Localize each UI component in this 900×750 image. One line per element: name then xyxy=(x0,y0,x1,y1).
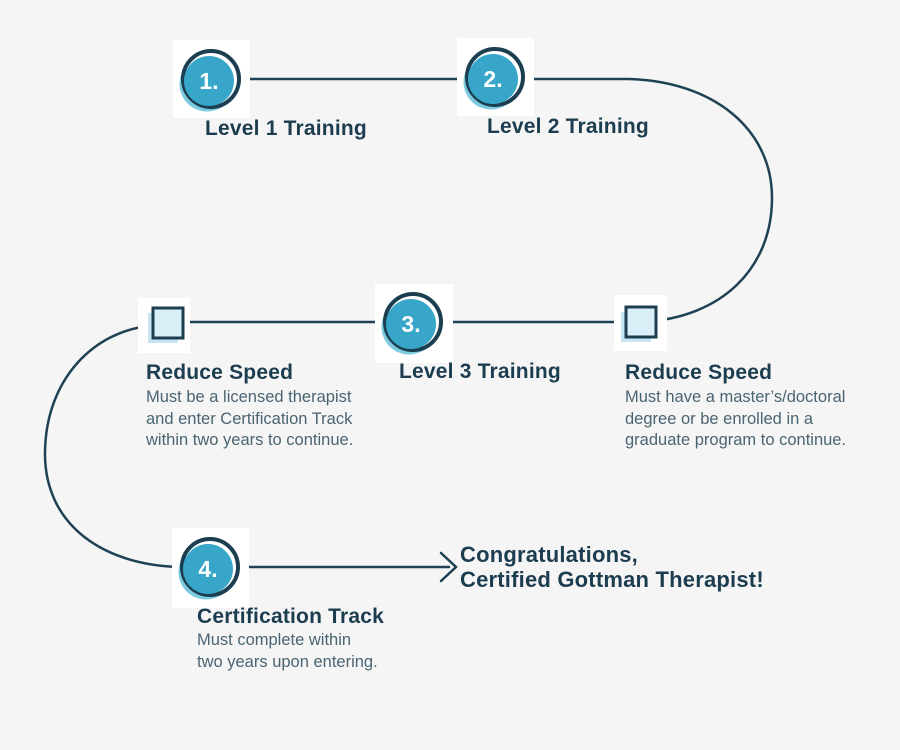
step-1-fill xyxy=(184,56,234,106)
checkpoint-left-line-3: within two years to continue. xyxy=(146,431,354,449)
checkpoint-left-description: Must be a licensed therapist and enter C… xyxy=(146,387,353,452)
step-4-description: Must complete within two years upon ente… xyxy=(197,630,378,673)
step-1-number: 1. xyxy=(199,68,218,94)
checkpoint-right-line-1: Must have a master’s/doctoral xyxy=(625,388,846,406)
step-4-description-line-1: Must complete within xyxy=(197,631,352,649)
step-4-fill xyxy=(183,544,233,594)
checkpoint-right-line-2: degree or be enrolled in a xyxy=(625,409,814,428)
step-3-label: Level 3 Training xyxy=(399,360,561,383)
step-4-description-line-2: two years upon entering. xyxy=(197,652,378,671)
checkpoint-left-title: Reduce Speed xyxy=(146,361,294,384)
checkpoint-left-box xyxy=(151,306,185,340)
step-1-circle: 1. xyxy=(179,49,241,112)
step-3-number: 3. xyxy=(401,311,420,337)
checkpoint-left-square xyxy=(148,306,185,343)
step-2-circle: 2. xyxy=(463,47,525,110)
checkpoint-right-square xyxy=(621,305,658,342)
finale-message: Congratulations, Certified Gottman Thera… xyxy=(460,542,764,592)
step-3-fill xyxy=(386,299,436,349)
step-2-number: 2. xyxy=(483,66,502,92)
step-2-label: Level 2 Training xyxy=(487,115,649,138)
finale-line-1: Congratulations, xyxy=(460,542,638,567)
step-2-fill xyxy=(468,54,518,104)
connector-left-curve xyxy=(43,324,184,569)
step-1-label: Level 1 Training xyxy=(205,117,367,140)
connector-top-and-right-curve xyxy=(209,77,774,324)
step-4-number: 4. xyxy=(198,556,217,582)
finale-line-2: Certified Gottman Therapist! xyxy=(460,567,764,592)
checkpoint-right-line-3: graduate program to continue. xyxy=(625,431,847,449)
checkpoint-left-line-2: and enter Certification Track xyxy=(146,409,353,428)
step-3-circle: 3. xyxy=(381,292,443,355)
checkpoint-left-line-1: Must be a licensed therapist xyxy=(146,388,352,406)
connector-paths xyxy=(43,77,774,583)
step-4-circle: 4. xyxy=(178,537,240,600)
checkpoint-right-box xyxy=(624,305,658,339)
checkpoint-right-description: Must have a master’s/doctoral degree or … xyxy=(625,387,846,452)
arrow-head-icon xyxy=(439,551,458,583)
step-4-label: Certification Track xyxy=(197,605,385,628)
checkpoint-right-title: Reduce Speed xyxy=(625,361,773,384)
